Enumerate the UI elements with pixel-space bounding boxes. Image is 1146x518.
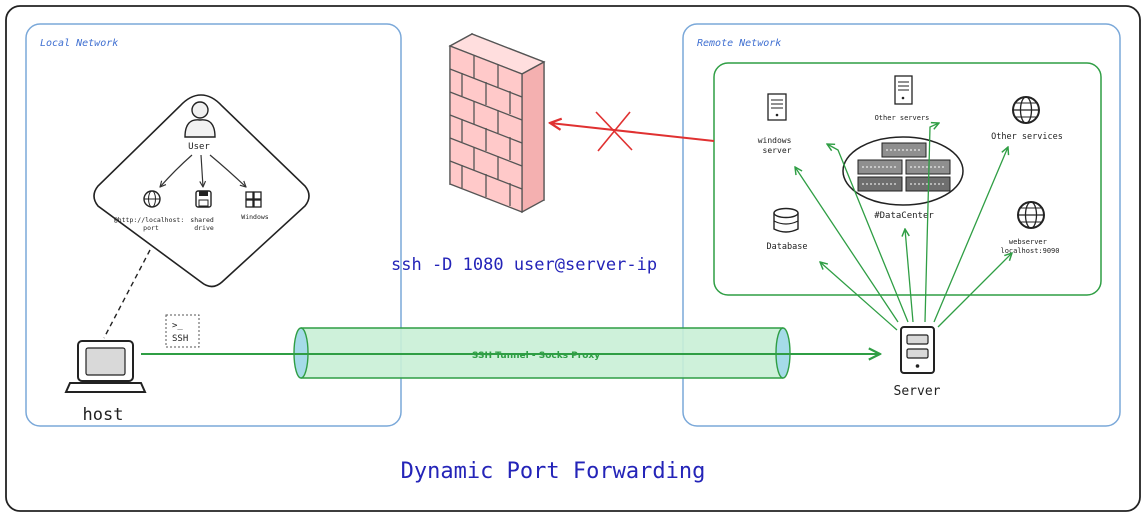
blocked-x-mark (595, 111, 633, 152)
ssh-label: SSH (172, 334, 188, 344)
database-label: Database (767, 242, 808, 252)
user-icon (184, 101, 216, 138)
server-label: Server (894, 384, 941, 399)
datacenter-label: #DataCenter (874, 211, 934, 221)
user-label: User (188, 142, 210, 152)
host-label: host (83, 405, 124, 425)
server-icon (900, 326, 935, 374)
server-to-database-arrow (820, 262, 898, 331)
terminal-prompt: >_ (172, 321, 183, 331)
localhost-port-label: @http://localhost: port (114, 216, 188, 232)
other-services-label: Other services (991, 132, 1063, 142)
ssh-command: ssh -D 1080 user@server-ip (391, 255, 657, 275)
other-services-globe-icon (1012, 96, 1040, 124)
local-network-box (25, 23, 402, 427)
server-to-webserver-arrow (937, 253, 1012, 328)
user-to-windows-arrow (209, 154, 246, 187)
database-icon (773, 207, 799, 233)
local-network-label: Local Network (40, 38, 118, 49)
server-to-other-servers-arrow (827, 144, 909, 323)
server-to-windows-server-arrow (795, 167, 899, 323)
drive-label: drive (194, 224, 214, 232)
other-servers-label: Other servers (875, 114, 930, 122)
localhost-label: @http://localhost: (114, 216, 184, 224)
diagram-title: Dynamic Port Forwarding (401, 459, 706, 484)
floppy-icon (195, 190, 212, 208)
shared-label: shared (190, 216, 214, 224)
port-label: port (143, 224, 159, 232)
remote-services-box (713, 62, 1102, 296)
tower-server-icon (767, 93, 787, 121)
windows-server-label: windows server (758, 136, 797, 155)
server-to-datacenter-top-arrow (924, 123, 939, 323)
webserver-line2: localhost:9090 (1000, 247, 1059, 255)
blocked-arrow (550, 123, 715, 142)
user-host-dashed-link (103, 249, 151, 339)
user-to-drive-arrow (201, 154, 203, 187)
windows-server-line2: server (763, 146, 792, 155)
windows-icon (245, 191, 262, 208)
server-to-datacenter-arrow (905, 229, 914, 323)
datacenter-icon (857, 142, 951, 192)
windows-server-line1: windows (758, 136, 792, 145)
firewall-icon (448, 32, 546, 214)
outer-frame (5, 5, 1141, 512)
laptop-icon (64, 340, 147, 393)
webserver-label: webserver localhost:9090 (1000, 238, 1059, 255)
shared-drive-label: shared drive (190, 216, 217, 232)
server-to-other-services-arrow (933, 147, 1008, 323)
remote-network-box (682, 23, 1121, 427)
terminal-icon (165, 314, 200, 348)
windows-label: Windows (241, 213, 268, 221)
remote-network-label: Remote Network (697, 38, 781, 49)
server-fanout-arrows (795, 123, 1012, 331)
user-to-globe-arrow (160, 154, 193, 187)
webserver-globe-icon (1017, 201, 1045, 229)
webserver-line1: webserver (1009, 238, 1047, 246)
tunnel-label: SSH Tunnel - Socks Proxy (472, 351, 600, 361)
globe-icon (143, 190, 161, 208)
other-servers-icon (894, 75, 913, 105)
